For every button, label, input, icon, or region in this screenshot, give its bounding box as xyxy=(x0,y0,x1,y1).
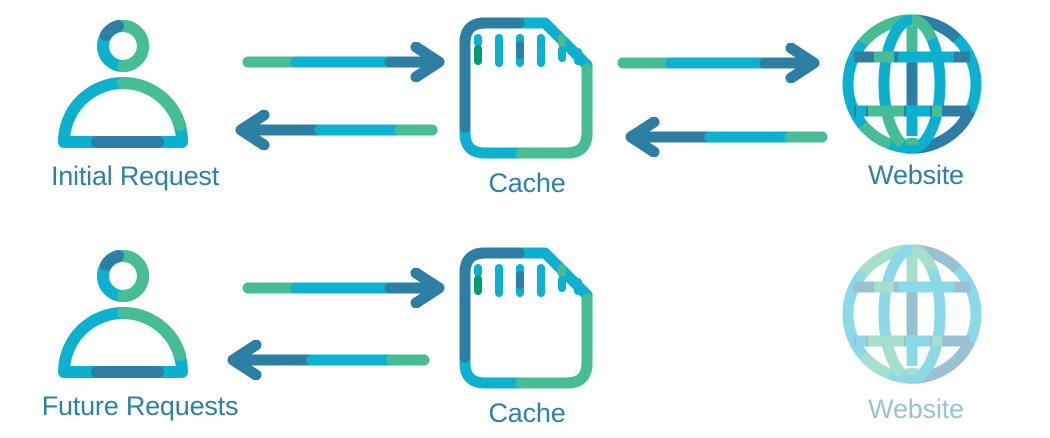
future-requests-label: Future Requests xyxy=(41,391,239,421)
arrow-left-icon xyxy=(620,117,830,157)
memory-card-icon xyxy=(459,247,594,389)
user-icon xyxy=(55,14,191,152)
globe-icon xyxy=(842,14,982,154)
arrow-right-icon xyxy=(240,268,450,308)
memory-card-icon xyxy=(459,17,594,159)
user-icon xyxy=(55,244,191,382)
cache-label: Cache xyxy=(488,168,566,198)
arrow-right-icon xyxy=(240,42,450,82)
globe-icon-faded xyxy=(842,244,982,384)
cache-label: Cache xyxy=(488,398,566,428)
initial-request-label: Initial Request xyxy=(50,161,220,191)
website-label-faded: Website xyxy=(868,394,964,424)
arrow-left-icon xyxy=(230,110,440,150)
website-label: Website xyxy=(868,160,964,190)
arrow-right-icon xyxy=(615,43,825,83)
arrow-left-icon xyxy=(222,340,432,380)
